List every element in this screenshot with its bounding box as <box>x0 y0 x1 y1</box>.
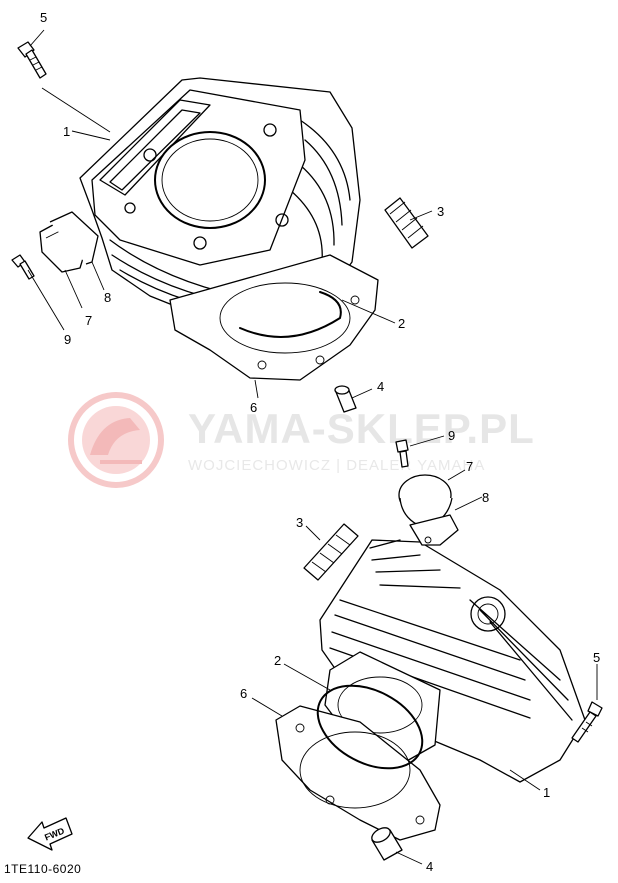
watermark-logo <box>68 392 164 488</box>
callout-1-lower: 1 <box>543 785 550 800</box>
leaders-upper <box>27 29 433 399</box>
base-gasket-upper <box>169 254 379 381</box>
callout-3-lower: 3 <box>296 515 303 530</box>
callout-7-upper: 7 <box>85 313 92 328</box>
callout-2-upper: 2 <box>398 316 405 331</box>
callout-9-upper: 9 <box>64 332 71 347</box>
leaders-lower <box>251 435 598 865</box>
dowel-3-upper <box>384 197 429 249</box>
callout-8-upper: 8 <box>104 290 111 305</box>
callout-7-lower: 7 <box>466 459 473 474</box>
callout-3-upper: 3 <box>437 204 444 219</box>
base-gasket-lower <box>275 705 441 841</box>
callout-5-upper: 5 <box>40 10 47 25</box>
callout-6-upper: 6 <box>250 400 257 415</box>
callout-4-lower: 4 <box>426 859 433 874</box>
callout-2-lower: 2 <box>274 653 281 668</box>
watermark-subtitle: WOJCIECHOWICZ | DEALER YAMAHA <box>188 457 485 474</box>
callouts-upper: 5 1 3 2 4 6 8 7 9 <box>40 10 444 415</box>
callout-8-lower: 8 <box>482 490 489 505</box>
gasket-8-lower <box>409 514 459 546</box>
bolt-9-upper <box>11 254 35 280</box>
callout-6-lower: 6 <box>240 686 247 701</box>
forward-arrow-icon: FWD <box>27 817 73 851</box>
dowel-4-upper <box>334 385 357 413</box>
diagram-code: 1TE110-6020 <box>4 862 82 876</box>
cylinder-upper <box>79 77 361 326</box>
callout-1-upper: 1 <box>63 124 70 139</box>
o-ring-lower <box>316 684 424 770</box>
bolt-9-lower <box>395 439 409 468</box>
gasket-8-upper <box>49 211 99 265</box>
o-ring-upper <box>239 291 342 338</box>
bolt-5-upper <box>17 41 47 79</box>
callouts-lower: 9 7 8 3 2 6 5 1 4 <box>240 428 600 874</box>
callout-9-lower: 9 <box>448 428 455 443</box>
bolt-5-lower <box>571 701 603 743</box>
dowel-4-lower <box>371 827 403 861</box>
callout-4-upper: 4 <box>377 379 384 394</box>
watermark: YAMA-SKLEP.PL WOJCIECHOWICZ | DEALER YAM… <box>68 392 535 488</box>
watermark-title: YAMA-SKLEP.PL <box>188 405 535 452</box>
dowel-3-lower <box>303 523 359 581</box>
callout-5-lower: 5 <box>593 650 600 665</box>
